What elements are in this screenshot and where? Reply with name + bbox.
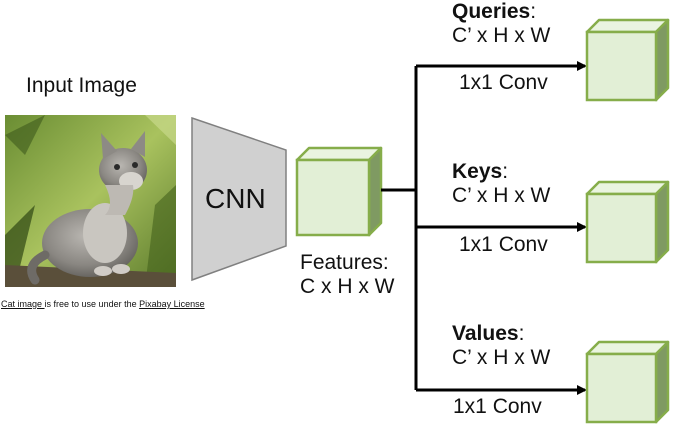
queries-name: Queries	[452, 0, 531, 23]
cat-photo	[5, 115, 176, 287]
cnn-block	[191, 116, 287, 282]
features-title: Features:	[300, 251, 389, 274]
input-image-title: Input Image	[26, 74, 137, 97]
pixabay-license-link[interactable]: Pixabay License	[139, 299, 205, 309]
keys-cube	[585, 180, 670, 264]
queries-dims: C’ x H x W	[452, 24, 551, 47]
queries-cube	[585, 18, 670, 102]
values-colon: :	[518, 322, 525, 345]
keys-name: Keys	[452, 160, 503, 183]
queries-title: Queries:	[452, 0, 536, 24]
keys-dims: C’ x H x W	[452, 184, 551, 207]
credit-text: is free to use under the	[44, 299, 140, 309]
cat-image-link[interactable]: Cat image	[1, 299, 45, 309]
values-name: Values	[452, 322, 519, 345]
keys-colon: :	[502, 160, 509, 183]
values-cube	[585, 340, 670, 424]
keys-title: Keys:	[452, 160, 508, 184]
queries-conv: 1x1 Conv	[459, 71, 548, 94]
queries-colon: :	[530, 0, 537, 23]
features-cube	[295, 146, 383, 237]
values-title: Values:	[452, 322, 524, 346]
values-dims: C’ x H x W	[452, 346, 551, 369]
values-conv: 1x1 Conv	[453, 395, 542, 418]
features-dims: C x H x W	[300, 275, 395, 298]
image-credit: Cat image is free to use under the Pixab…	[1, 299, 205, 310]
keys-conv: 1x1 Conv	[459, 233, 548, 256]
cnn-label: CNN	[205, 183, 266, 214]
